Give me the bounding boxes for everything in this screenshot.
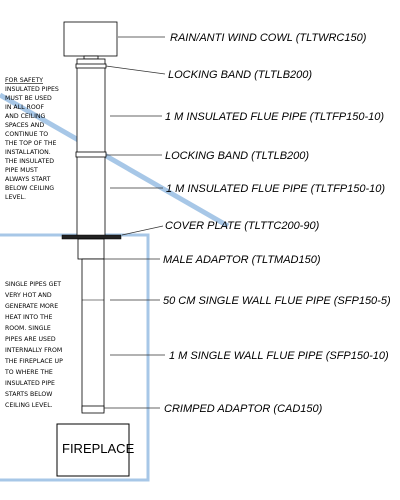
male-adaptor	[77, 238, 105, 260]
locking-band-middle	[75, 151, 107, 158]
cowl-neck	[83, 55, 99, 60]
insulated-pipe	[76, 58, 106, 238]
safety-note-line: IN ALL ROOF	[5, 104, 45, 111]
label-pipe1: 1 M INSULATED FLUE PIPE (TLTFP150-10)	[165, 111, 384, 123]
single-pipe-note: SINGLE PIPES GET VERY HOT AND GENERATE M…	[4, 281, 63, 409]
safety-note-line: INSTALLATION.	[5, 149, 51, 156]
safety-note-line: ALWAYS START	[5, 176, 51, 183]
single-note-line: PIPES ARE USED	[5, 336, 56, 343]
safety-note-line: THE INSULATED	[4, 158, 54, 165]
label-band1: LOCKING BAND (TLTLB200)	[168, 69, 312, 81]
crimped-adaptor	[81, 405, 105, 414]
locking-band-top	[75, 63, 107, 69]
safety-note: FOR SAFETY INSULATED PIPES MUST BE USED …	[4, 77, 59, 201]
label-male: MALE ADAPTOR (TLTMAD150)	[163, 254, 321, 266]
safety-note-line: PIPE MUST	[5, 167, 38, 174]
safety-note-line: SPACES AND	[5, 122, 44, 129]
single-note-line: INTERNALLY FROM	[5, 347, 62, 354]
single-note-line: INSULATED PIPE	[5, 380, 55, 387]
label-band2: LOCKING BAND (TLTLB200)	[165, 150, 309, 162]
safety-note-line: BELOW CEILING	[5, 185, 54, 192]
single-note-line: TO WHERE THE	[4, 369, 53, 376]
single-note-line: GENERATE MORE	[5, 303, 58, 310]
safety-note-line: MUST BE USED	[5, 95, 52, 102]
fireplace-label: FIREPLACE	[62, 441, 135, 456]
cowl	[63, 21, 118, 57]
leader-cover	[121, 225, 164, 236]
cover-plate	[61, 234, 122, 240]
label-cowl: RAIN/ANTI WIND COWL (TLTWRC150)	[170, 32, 367, 44]
safety-note-line: AND CEILING	[5, 113, 46, 120]
leader-band1	[105, 65, 166, 75]
single-note-line: THE FIREPLACE UP	[4, 358, 63, 365]
safety-note-line: CONTINUE TO	[5, 131, 48, 138]
label-single50: 50 CM SINGLE WALL FLUE PIPE (SFP150-5)	[163, 295, 391, 307]
single-note-line: HEAT INTO THE	[5, 314, 53, 321]
label-pipe2: 1 M INSULATED FLUE PIPE (TLTFP150-10)	[166, 183, 385, 195]
label-single1m: 1 M SINGLE WALL FLUE PIPE (SFP150-10)	[169, 350, 389, 362]
single-note-line: ROOM. SINGLE	[5, 325, 51, 332]
safety-note-line: LEVEL.	[5, 194, 26, 201]
label-crimped: CRIMPED ADAPTOR (CAD150)	[164, 403, 323, 415]
single-wall-pipe	[81, 258, 105, 412]
label-cover: COVER PLATE (TLTTC200-90)	[165, 220, 320, 232]
roof-line	[0, 92, 230, 229]
single-note-line: SINGLE PIPES GET	[5, 281, 61, 288]
single-note-line: VERY HOT AND	[5, 292, 52, 299]
fireplace-box	[56, 423, 130, 477]
safety-note-line: INSULATED PIPES	[5, 86, 59, 93]
single-note-line: CEILING LEVEL.	[5, 402, 53, 409]
single-note-line: STARTS BELOW	[5, 391, 52, 398]
safety-note-line: THE TOP OF THE	[4, 140, 56, 147]
safety-note-line: FOR SAFETY	[5, 77, 43, 84]
